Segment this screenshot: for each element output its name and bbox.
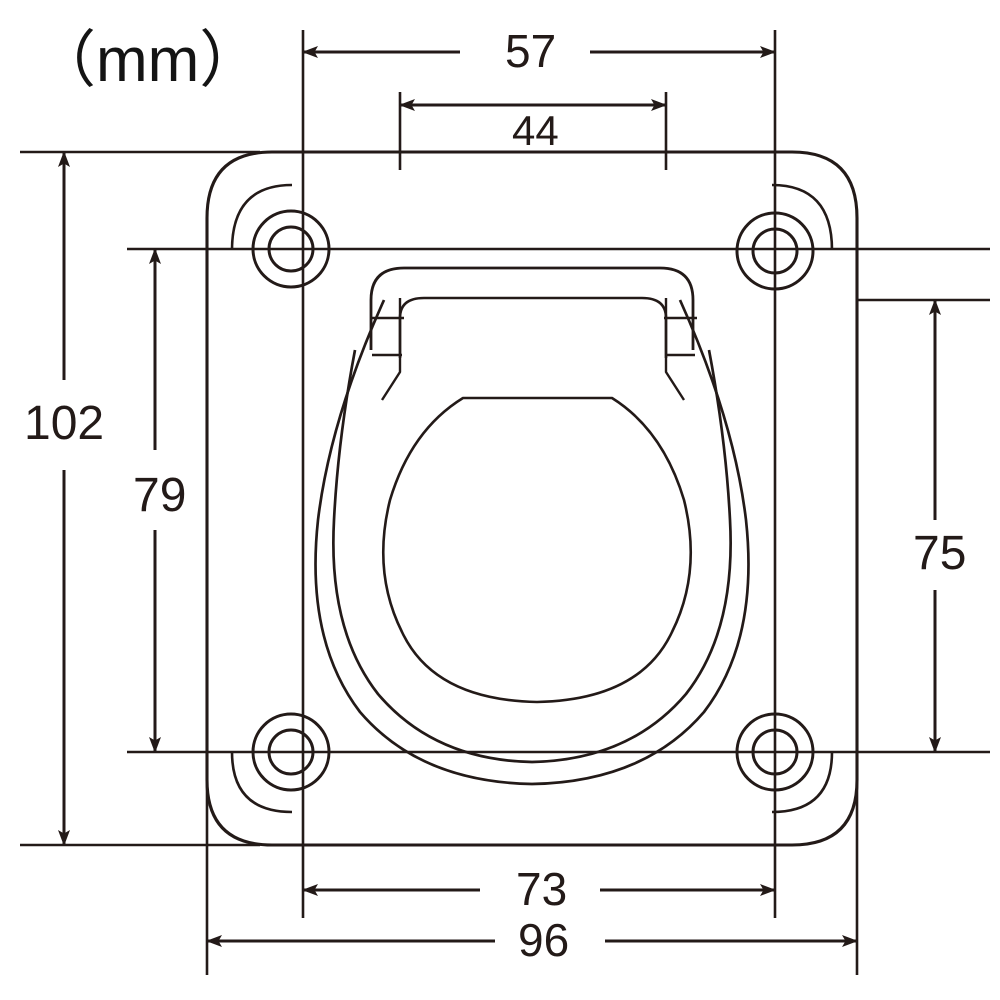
ring-aperture <box>382 396 692 704</box>
unit-label: （mm） <box>34 26 262 95</box>
dimension-label-79: 79 <box>133 469 187 522</box>
recess-outer-contour <box>314 299 750 786</box>
dimension-label-75: 75 <box>913 527 967 580</box>
pull-ring-outer <box>332 349 732 764</box>
dimension-label-57: 57 <box>505 25 557 77</box>
dimension-label-73: 73 <box>516 863 568 915</box>
hinge-lug-right <box>664 298 697 401</box>
plate-outline <box>205 150 859 847</box>
handle-top-bar-outer <box>369 266 695 350</box>
dimension-label-96: 96 <box>518 914 570 966</box>
hinge-lug-left <box>370 298 404 401</box>
plate-inner-chamfer <box>230 183 834 814</box>
dimension-label-102: 102 <box>24 397 105 450</box>
handle-top-bar-inner <box>398 296 668 358</box>
dimension-label-44: 44 <box>512 107 559 154</box>
